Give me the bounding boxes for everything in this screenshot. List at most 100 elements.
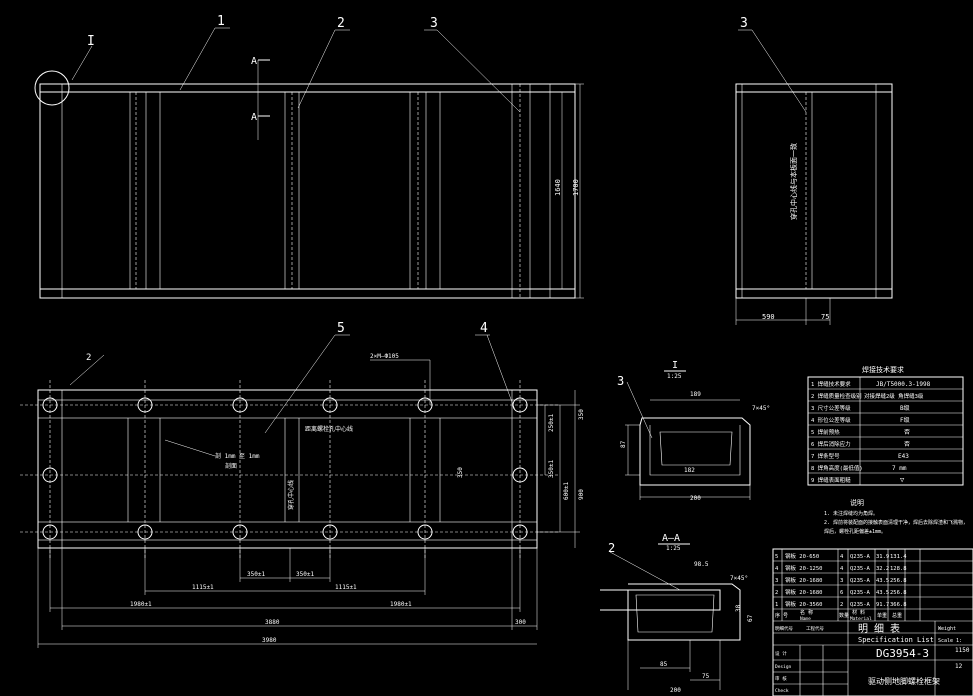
tech-req-value: JB/T5000.3-1998 [876, 381, 931, 388]
bom-cell: 366.8 [890, 602, 907, 608]
top-dim-1640: 1640 [554, 179, 562, 196]
callout-2: 2 [337, 16, 345, 31]
bom-header: Material [850, 616, 872, 622]
bolt-holes [42, 397, 528, 540]
section-aa-title: A–A [662, 533, 680, 544]
section-aa-scale: 1:25 [666, 545, 681, 552]
title-block-label: 明细代号 [775, 625, 793, 632]
bom-header: 数量 [839, 612, 849, 619]
title-block-label: 审 核 [775, 675, 787, 682]
notes-heading: 说明 [850, 498, 864, 507]
tech-req-label: 9 焊缝表面粗糙 [811, 476, 851, 484]
bom-cell: 钢板 20-3560 [785, 600, 823, 608]
bolt-hole [512, 524, 528, 540]
bolt-hole [42, 467, 58, 483]
plan-view: 2 2×M–Ф105 距离螺栓孔中心线 剖 1mm 至 1mm 剖面 穿孔中心线… [20, 321, 585, 648]
tech-req-title: 焊接技术要求 [862, 365, 904, 374]
bom-header: 序 号 [775, 612, 788, 619]
plan-dim-h6: 1980±1 [390, 601, 412, 608]
detail-i-dim-189: 189 [690, 391, 701, 398]
tech-req-value: E43 [898, 453, 909, 460]
plan-dim-r4: 900 [578, 489, 585, 500]
edge-value: 12 [955, 663, 963, 670]
plan-dim-r2: 350±1 [548, 460, 555, 478]
bom-header: 名 称 [800, 609, 813, 616]
bolt-hole [137, 524, 153, 540]
plan-leader-top: 2×M–Ф105 [370, 353, 399, 360]
side-dim-590: 590 [762, 313, 775, 321]
detail-i-dim-87: 87 [620, 440, 627, 448]
detail-i-dim-200: 200 [690, 495, 701, 502]
title-block-label: Check [775, 688, 789, 694]
drawing-code: DG3954-3 [876, 647, 929, 660]
plan-note-a: 距离螺栓孔中心线 [305, 425, 353, 433]
bom-cell: 钢板 20-1250 [785, 564, 823, 572]
plan-dim-r3: 600±1 [563, 482, 570, 500]
bolt-hole [232, 397, 248, 413]
top-view: A A 1640 1700 I 1 2 3 [34, 14, 584, 299]
plan-dim-r5: 350 [457, 467, 464, 478]
part-name: 驱动侧地脚螺栓框架 [868, 676, 940, 686]
bom-cell: 钢板 20-650 [785, 552, 819, 560]
plan-dim-h4: 1115±1 [335, 584, 357, 591]
weight-label: Weight [938, 626, 956, 632]
bom-cell: Q235-A [850, 566, 871, 572]
tech-req-label: 2 焊缝质量检查级别 [811, 392, 862, 400]
section-aa-dim-67: 67 [747, 614, 754, 622]
tech-req-value: 7 mm [892, 465, 907, 472]
plan-dim-r1: 250±1 [548, 414, 555, 432]
bom-cell: 4 [840, 566, 844, 572]
detail-i-dim-182: 182 [684, 467, 695, 474]
bom-cell: 2 [775, 590, 778, 596]
bom-cell: 4 [840, 554, 844, 560]
bom-cell: 43.5 [876, 590, 889, 596]
tech-req-label: 4 形位公差等级 [811, 416, 851, 424]
callout-3: 3 [430, 16, 438, 31]
tech-req-label: 3 尺寸公差等级 [811, 404, 851, 412]
callout-i: I [87, 34, 95, 49]
bom-cell: 6 [840, 590, 843, 596]
spec-list-title-en: Specification List [858, 636, 934, 644]
bom-header: 材 料 [852, 609, 865, 616]
tech-req-label: 5 焊前预热 [811, 428, 840, 436]
title-block-label: 工程代号 [806, 625, 824, 632]
bolt-hole [417, 524, 433, 540]
bom-cell: Q235-A [850, 578, 871, 584]
tech-req-label: 6 焊后消除应力 [811, 440, 851, 448]
bom-cell: 1 [775, 602, 778, 608]
bom-cell: 钢板 20-1680 [785, 588, 823, 596]
edge-value: 1150 [955, 647, 970, 654]
bolt-hole [322, 397, 338, 413]
section-aa-dim-985: 98.5 [694, 561, 709, 568]
section-aa-dim-chamfer: 7×45° [730, 575, 748, 582]
scale-label: Scale 1: [938, 638, 962, 644]
bom-cell: 2 [840, 602, 843, 608]
bom-cell: Q235-A [850, 602, 871, 608]
bom-header: Name [800, 616, 811, 622]
side-view-note: 穿孔中心线与本板面一致 [789, 143, 798, 220]
side-view: 穿孔中心线与本板面一致 3 590 75 [735, 16, 893, 325]
plan-dim-h9: 3980 [262, 637, 277, 644]
bom-cell: 256.8 [890, 590, 907, 596]
bolt-hole [137, 397, 153, 413]
callout-5: 5 [337, 321, 345, 336]
tech-req-label: 7 焊条型号 [811, 452, 840, 460]
detail-i-dim-chamfer: 7×45° [752, 405, 770, 412]
plan-dim-h5: 1980±1 [130, 601, 152, 608]
bom-header: 单重 [877, 612, 887, 619]
bolt-hole [512, 467, 528, 483]
bom-cell: Q235-A [850, 590, 871, 596]
bom-cell: Q235-A [850, 554, 871, 560]
callout-4: 4 [480, 321, 488, 336]
tech-req-value: 否 [904, 429, 910, 436]
title-block-label: 设 计 [775, 650, 787, 657]
section-aa-dim-75: 75 [702, 673, 710, 680]
bom-cell: 31.9 [876, 554, 889, 560]
bom-cell: 91.7 [876, 602, 889, 608]
bolt-hole [42, 524, 58, 540]
bom-cell: 钢板 20-1680 [785, 576, 823, 584]
tech-req-value: ▽ [900, 476, 905, 484]
plan-note-b2: 剖面 [225, 462, 237, 470]
bom-cell: 32.2 [876, 566, 889, 572]
